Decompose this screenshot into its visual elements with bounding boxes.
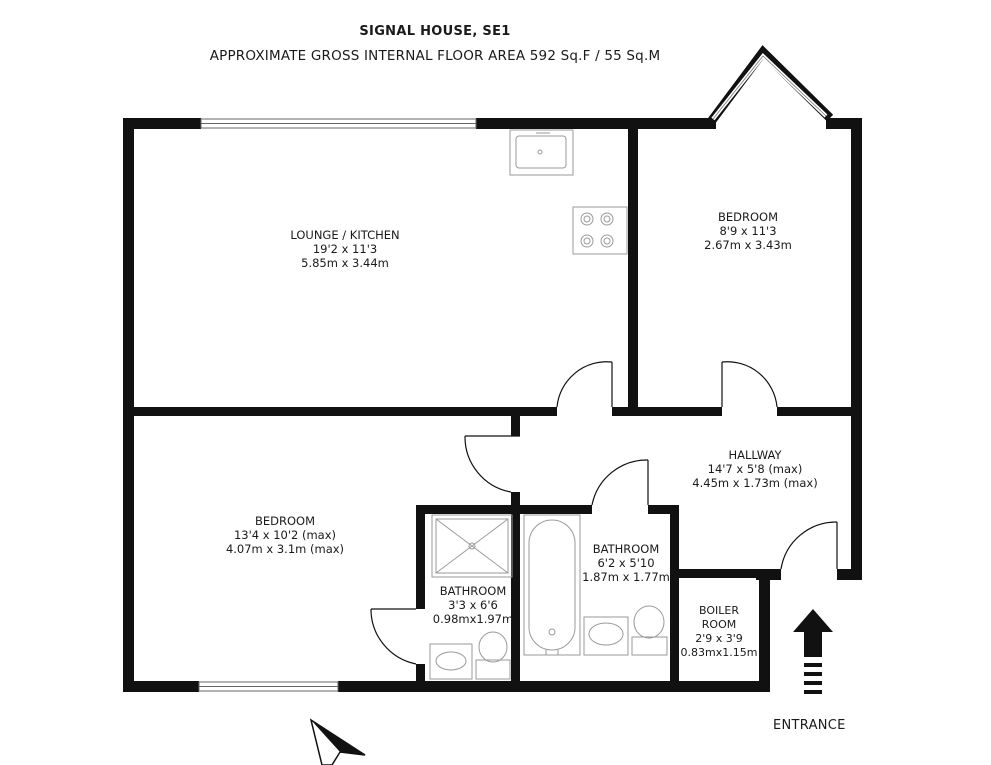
doors bbox=[370, 361, 838, 665]
entrance-label: ENTRANCE bbox=[773, 718, 846, 733]
outer-walls bbox=[123, 118, 862, 692]
bathroom-fixtures bbox=[429, 514, 668, 680]
compass-arrow bbox=[309, 718, 366, 765]
plan-title: SIGNAL HOUSE, SE1 bbox=[359, 24, 511, 39]
entrance-arrow bbox=[793, 609, 833, 694]
kitchen-fixtures bbox=[509, 129, 628, 255]
windows bbox=[198, 118, 477, 692]
floor-area-subtitle: APPROXIMATE GROSS INTERNAL FLOOR AREA 59… bbox=[209, 48, 661, 64]
bay-window bbox=[706, 45, 834, 126]
internal-walls bbox=[134, 129, 851, 685]
